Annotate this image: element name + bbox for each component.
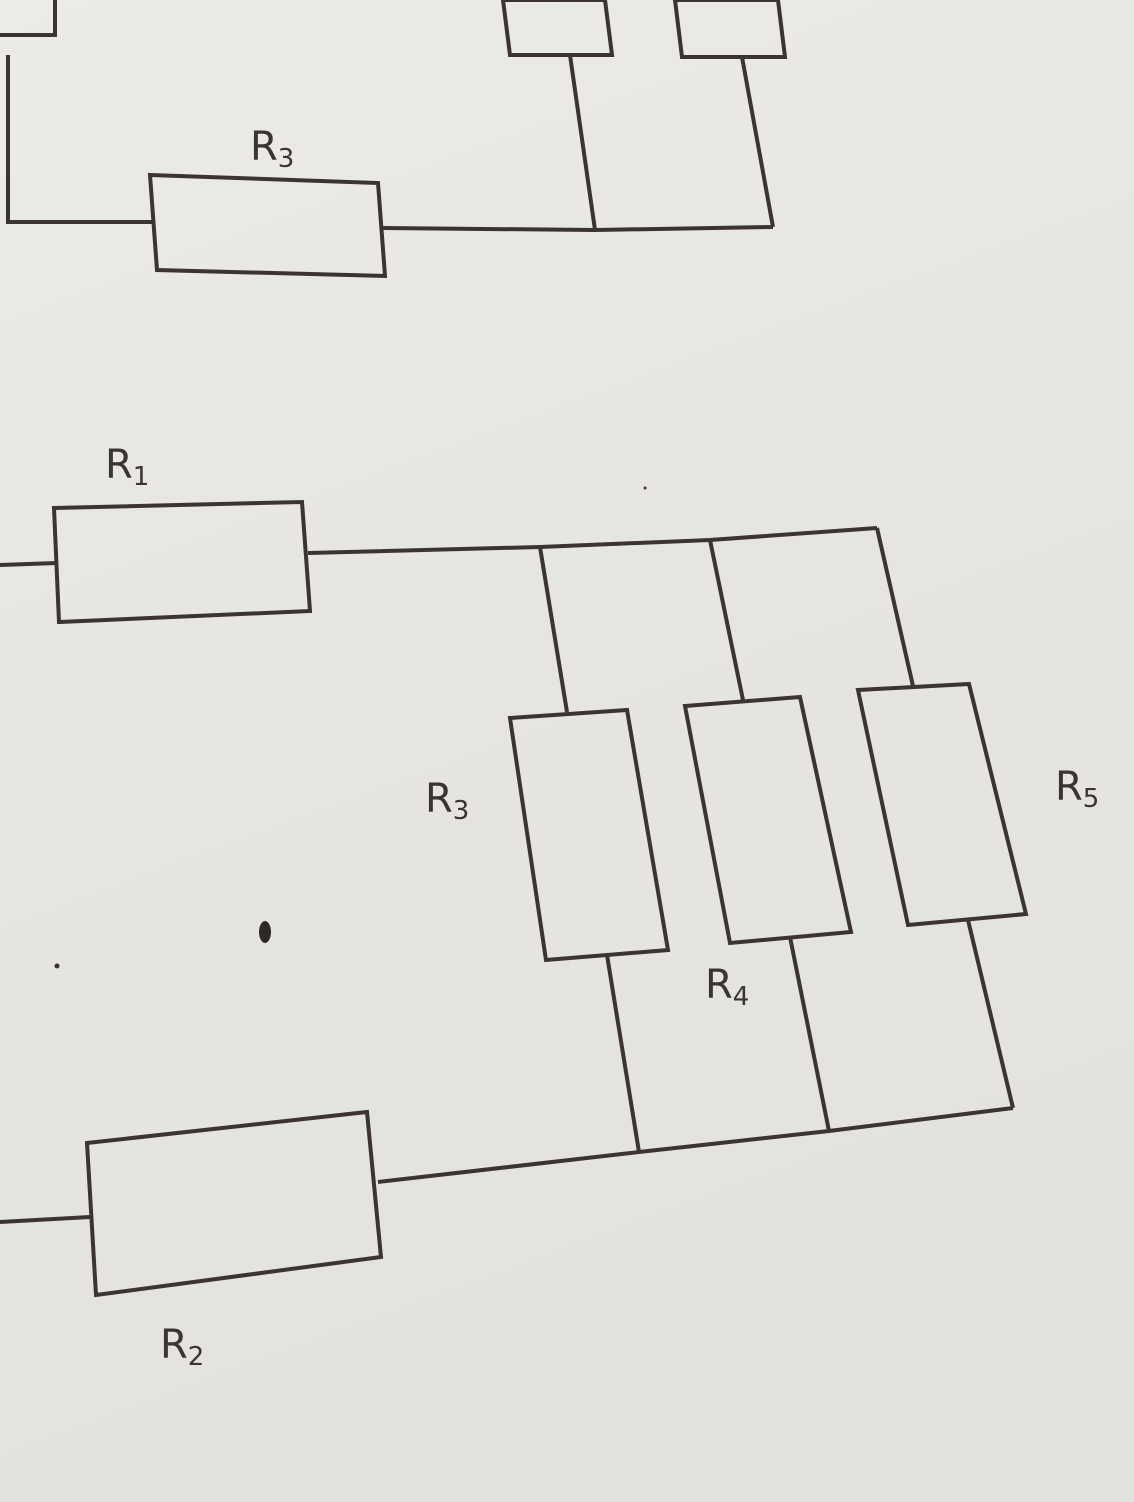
ink-dot bbox=[54, 963, 60, 969]
wire bbox=[382, 225, 774, 233]
wire bbox=[966, 919, 1015, 1109]
wire bbox=[708, 539, 745, 701]
resistor-r5 bbox=[855, 681, 1029, 928]
wire bbox=[740, 56, 775, 228]
wire bbox=[0, 0, 57, 37]
resistor-top-b bbox=[672, 0, 788, 59]
ink-dot bbox=[643, 486, 647, 490]
resistor-r3-top bbox=[147, 172, 388, 279]
wire bbox=[605, 954, 641, 1153]
label-r3: R3 bbox=[425, 776, 469, 826]
wire bbox=[377, 1106, 1014, 1184]
resistor-top-a bbox=[500, 0, 615, 57]
resistor-r1 bbox=[51, 499, 313, 625]
label-r5: R5 bbox=[1055, 764, 1099, 814]
label-r3-top: R3 bbox=[250, 124, 294, 174]
label-r2: R2 bbox=[160, 1322, 204, 1372]
ink-dot bbox=[259, 921, 271, 943]
label-r1: R1 bbox=[105, 442, 149, 492]
wire bbox=[568, 54, 597, 231]
resistor-r2 bbox=[84, 1109, 384, 1298]
wire bbox=[307, 526, 878, 555]
main-circuit: R1 R2 R3 R4 R5 bbox=[0, 442, 1099, 1372]
wire bbox=[788, 936, 831, 1132]
wire bbox=[875, 527, 915, 687]
wire bbox=[0, 1215, 91, 1224]
resistor-r3 bbox=[507, 707, 671, 963]
wire bbox=[538, 546, 569, 713]
wire bbox=[6, 55, 155, 224]
wire bbox=[0, 561, 58, 567]
label-r4: R4 bbox=[705, 962, 749, 1012]
resistor-r4 bbox=[682, 694, 854, 946]
top-circuit-fragment: R3 bbox=[0, 0, 788, 279]
